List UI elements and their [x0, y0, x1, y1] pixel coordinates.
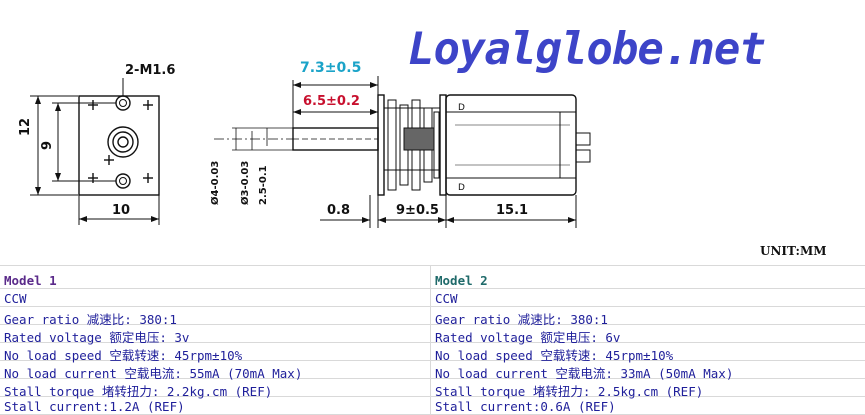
gearbox-plate-front [377, 94, 385, 196]
model2-stall-current: Stall current:0.6A (REF) [435, 399, 616, 414]
model2-stall-torque: Stall torque 堵转扭力: 2.5kg.cm (REF) [435, 384, 704, 399]
grid-line [0, 360, 865, 361]
shaft-length-inner-label: 6.5±0.2 [303, 94, 360, 109]
height-outer-label: 12 [18, 117, 33, 136]
shaft-diameter2-label: Ø3-0.03 [240, 160, 251, 205]
grid-line [0, 324, 865, 325]
model2-gear-ratio: Gear ratio 减速比: 380:1 [435, 312, 608, 327]
shaft-length-outer-label: 7.3±0.5 [300, 60, 362, 76]
model2-direction: CCW [435, 291, 458, 306]
side-view: D D [214, 76, 591, 228]
height-inner-label: 9 [40, 140, 55, 150]
grid-line [0, 342, 865, 343]
unit-label: UNIT:MM [760, 244, 827, 258]
grid-line [0, 265, 865, 266]
gear-train [384, 99, 440, 191]
technical-drawing: D D [30, 76, 591, 228]
svg-text:D: D [458, 103, 465, 113]
model1-no-load-current: No load current 空载电流: 55mA (70mA Max) [4, 366, 303, 381]
shaft-boss [107, 126, 139, 158]
front-view [30, 78, 160, 225]
model1-no-load-speed: No load speed 空载转速: 45rpm±10% [4, 348, 243, 363]
model1-rated-voltage: Rated voltage 额定电压: 3v [4, 330, 190, 345]
model2-no-load-current: No load current 空载电流: 33mA (50mA Max) [435, 366, 734, 381]
svg-text:D: D [458, 183, 465, 193]
motor-terminal [575, 132, 591, 146]
model2-title: Model 2 [435, 273, 488, 288]
model2-rated-voltage: Rated voltage 额定电压: 6v [435, 330, 621, 345]
model2-no-load-speed: No load speed 空载转速: 45rpm±10% [435, 348, 674, 363]
model1-stall-current: Stall current:1.2A (REF) [4, 399, 185, 414]
shaft-diameter-label: Ø4-0.03 [210, 160, 221, 205]
front-plate [78, 95, 160, 196]
grid-line [0, 378, 865, 379]
grid-line [430, 265, 431, 415]
holes-label: 2-M1.6 [125, 63, 176, 78]
grid-line [0, 288, 865, 289]
width-front-label: 10 [112, 203, 131, 218]
grid-line [0, 306, 865, 307]
gearbox-plate-rear [439, 94, 447, 196]
mounting-hole-top [115, 95, 131, 111]
model1-direction: CCW [4, 291, 27, 306]
model1-gear-ratio: Gear ratio 减速比: 380:1 [4, 312, 177, 327]
mounting-hole-bottom [115, 173, 131, 189]
flat-label: 2.5-0.1 [258, 165, 269, 205]
motor-length-label: 15.1 [496, 203, 529, 218]
gearbox-length-label: 9±0.5 [396, 203, 439, 218]
motor-body [445, 94, 577, 196]
brand-watermark: Loyalglobe.net [408, 24, 766, 75]
model1-stall-torque: Stall torque 堵转扭力: 2.2kg.cm (REF) [4, 384, 273, 399]
grid-line [0, 396, 865, 397]
model1-title: Model 1 [4, 273, 57, 288]
offset-label: 0.8 [327, 203, 351, 218]
